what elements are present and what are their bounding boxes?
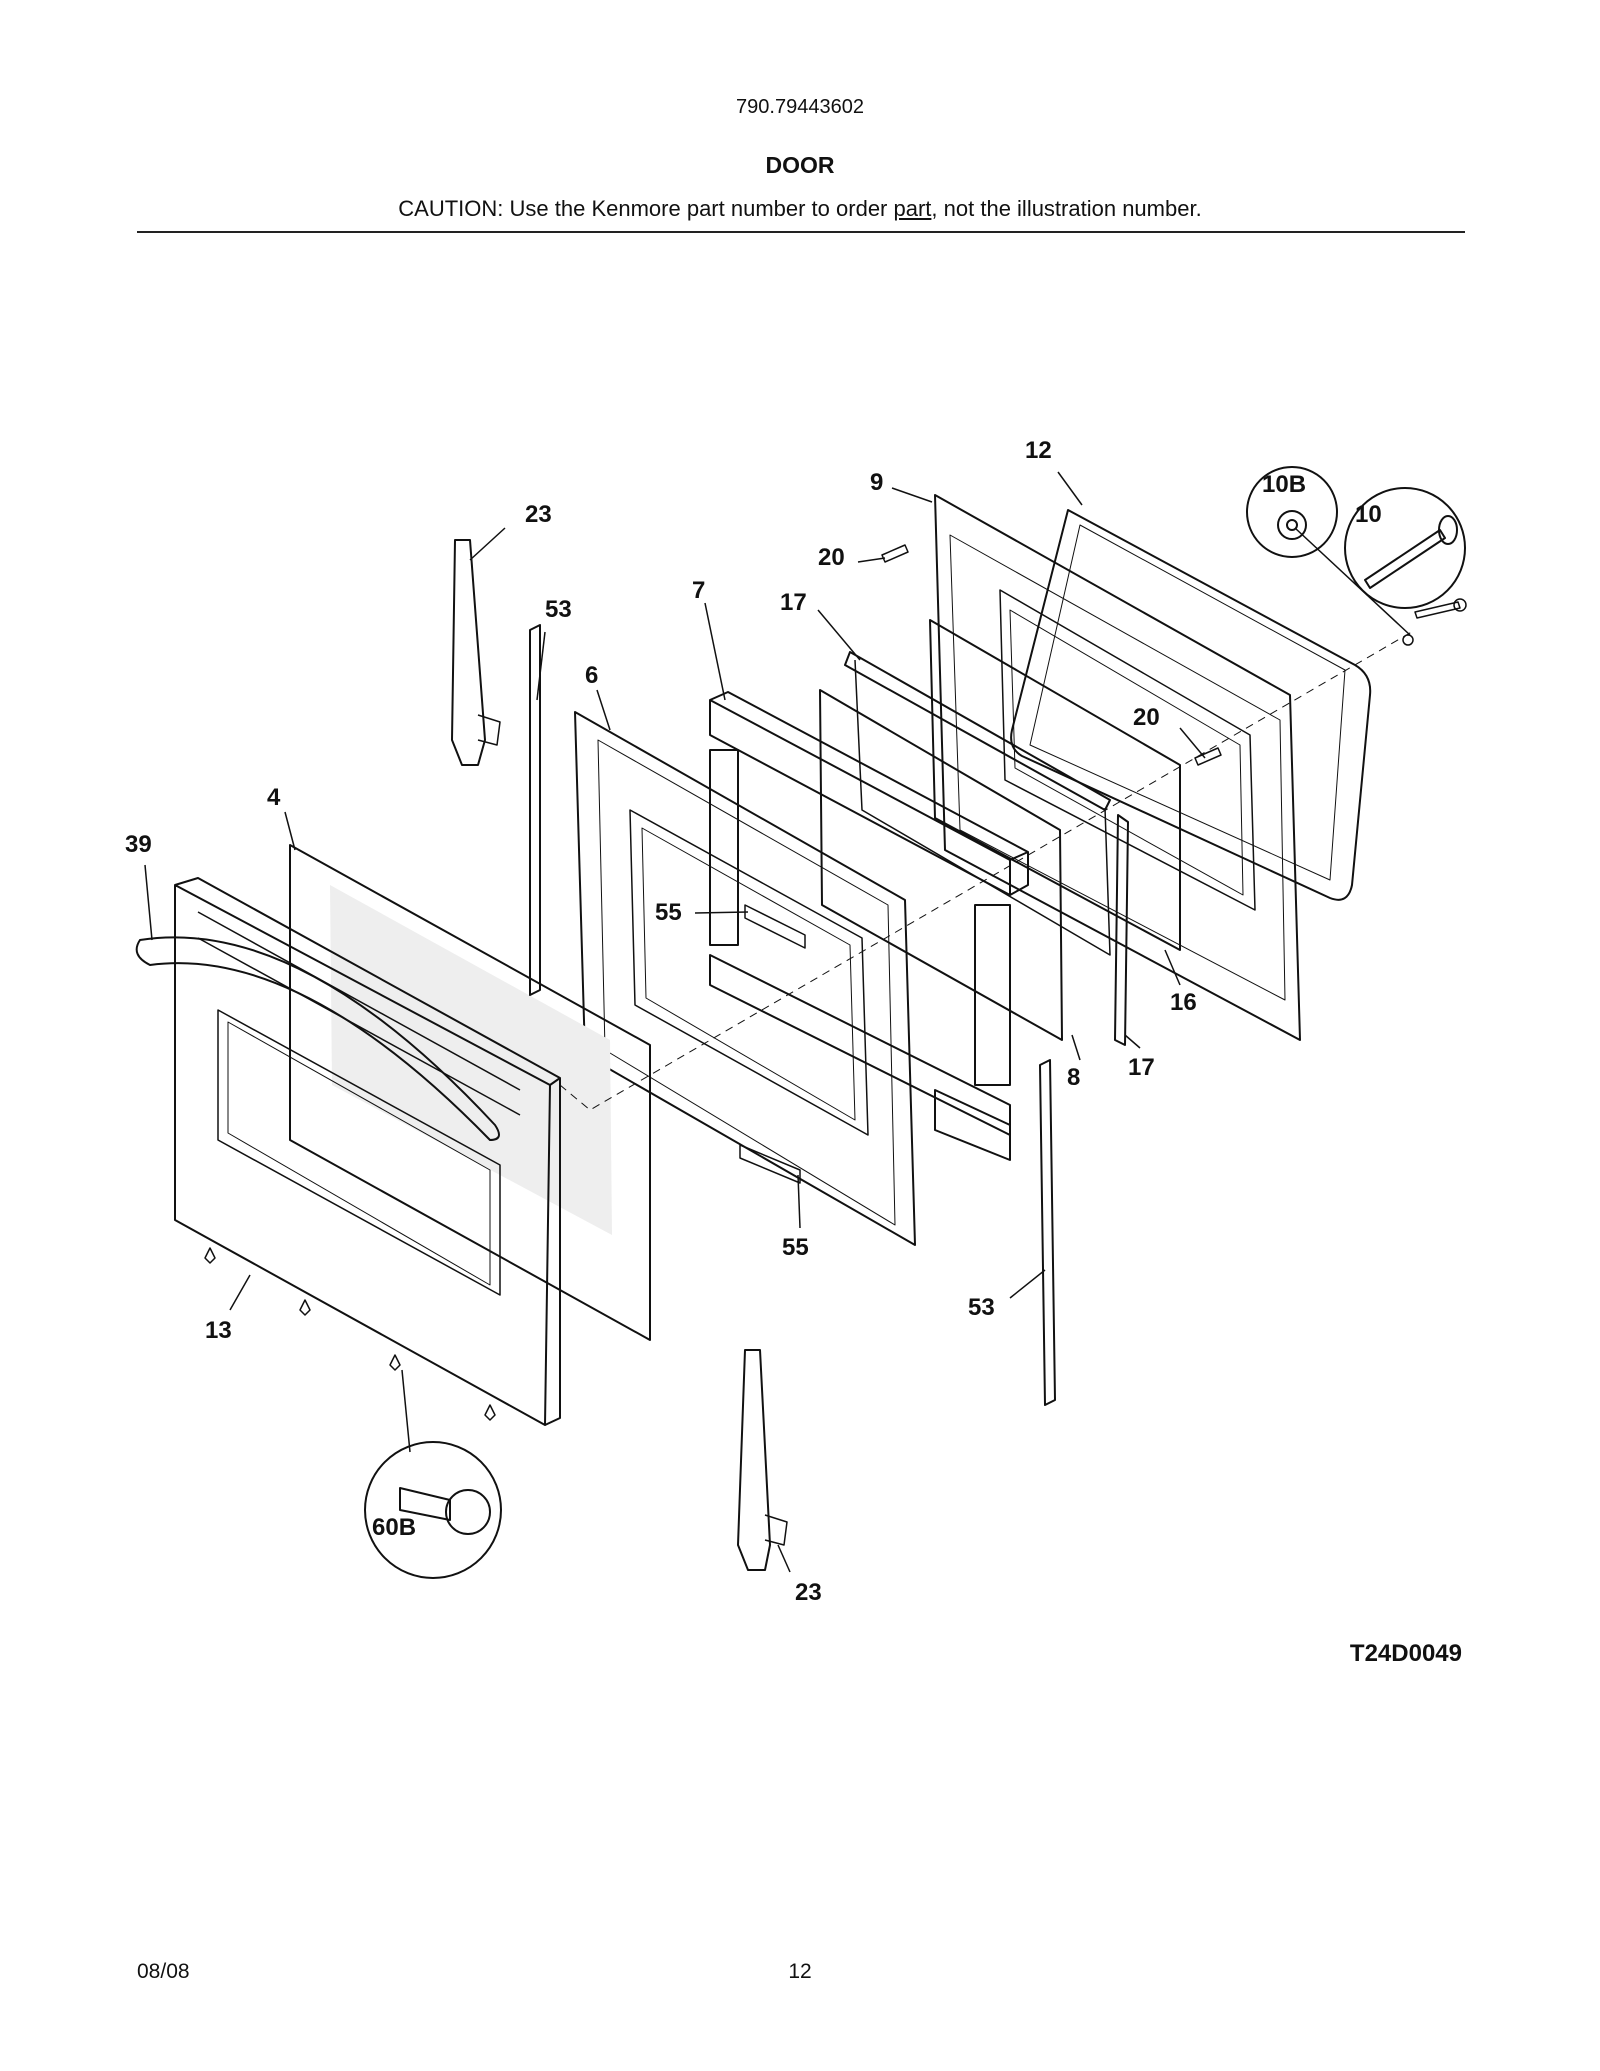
callout-23-top: 23 [525,501,552,528]
part-20-screws [881,544,1222,766]
callout-9: 9 [870,469,883,496]
part-10-bolt [1402,598,1467,646]
part-53-channel-left [529,624,541,996]
callout-12: 12 [1025,437,1052,464]
detail-circle-60B [364,1441,502,1579]
callout-17-lower: 17 [1128,1054,1155,1081]
part-6-door-frame [574,711,916,1246]
callout-20-top: 20 [818,544,845,571]
callout-17-top: 17 [780,589,807,616]
detail-circle-10B [1246,466,1338,558]
part-53-channel-right [1039,1059,1056,1406]
callout-23-bottom: 23 [795,1579,822,1606]
callout-7: 7 [692,577,705,604]
callout-6: 6 [585,662,598,689]
callout-39: 39 [125,831,152,858]
part-55-hinge-receptacles [739,904,806,1184]
part-9-inner-liner [934,494,1301,1041]
header-rule [137,231,1465,233]
detail-circle-10 [1344,487,1466,609]
diagram-code: T24D0049 [1349,1640,1462,1667]
part-39-handle [135,936,500,1141]
callout-8: 8 [1067,1064,1080,1091]
callout-labels: 12 9 10B 10 23 20 53 7 17 6 20 4 39 55 1… [125,437,1382,1606]
caution-prefix: CAUTION: Use the Kenmore part number to … [398,196,894,221]
callout-10: 10 [1355,501,1382,528]
alignment-line [559,629,1416,1111]
callout-13: 13 [205,1317,232,1344]
callout-55-upper: 55 [655,899,682,926]
callout-16: 16 [1170,989,1197,1016]
callout-53-lower: 53 [968,1294,995,1321]
caution-underlined: part [893,196,932,221]
callout-20-right: 20 [1133,704,1160,731]
callout-60B: 60B [372,1514,416,1541]
part-16-inner-glass [929,619,1181,951]
callout-53-top: 53 [545,596,572,623]
part-23-hinge-bottom [737,1349,788,1571]
page-number: 12 [788,1960,812,1983]
part-23-hinge-top [451,539,501,766]
door-screws [204,1247,496,1421]
leader-lines [144,471,1411,1573]
callout-4: 4 [267,784,281,811]
page-title: DOOR [765,152,835,178]
part-7-insulation [709,691,1029,1161]
caution-suffix: , not the illustration number. [931,196,1202,221]
callout-10B: 10B [1262,471,1306,498]
callout-55-lower: 55 [782,1234,809,1261]
part-8-glass [819,689,1063,1041]
model-number: 790.79443602 [736,96,864,118]
footer-date: 08/08 [137,1960,190,1983]
caution-note: CAUTION: Use the Kenmore part number to … [0,196,1600,222]
part-13-outer-door [174,877,561,1426]
part-4-outer-glass [289,844,651,1341]
